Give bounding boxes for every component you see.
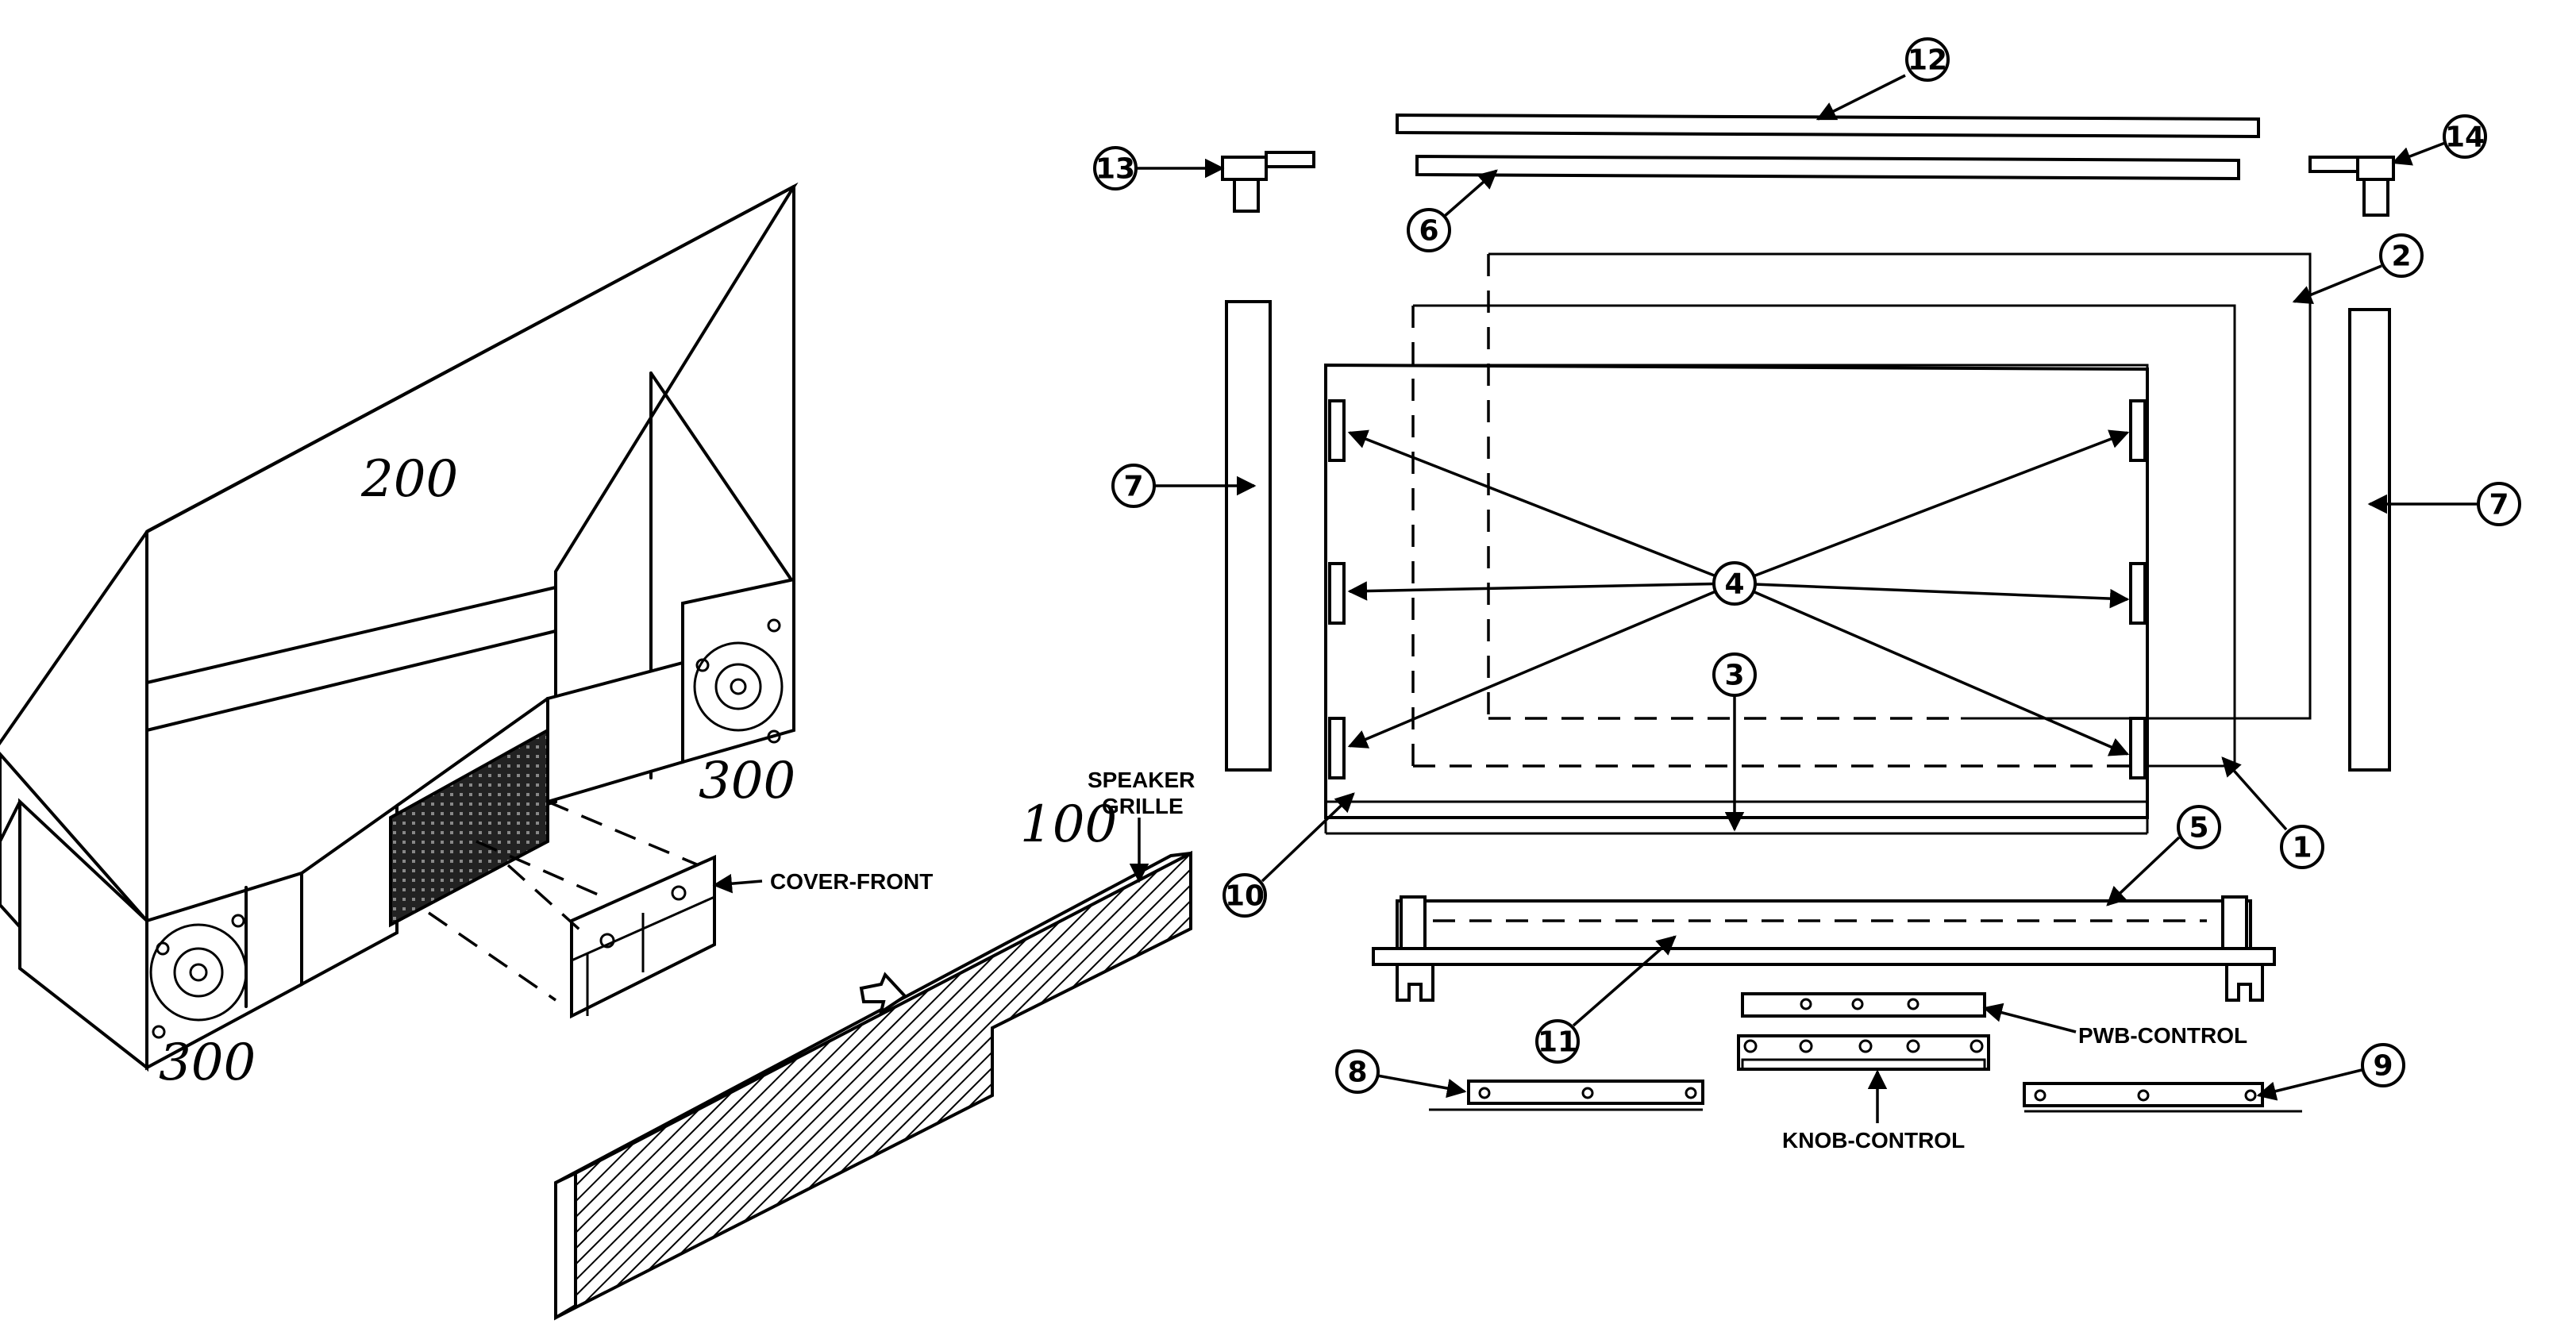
label-grille-100: 100 (1020, 795, 1117, 854)
callout-6: 6 (1407, 169, 1498, 252)
callout-2: 2 (2292, 233, 2424, 304)
label-speaker-left-300: 300 (159, 1033, 256, 1092)
svg-text:2: 2 (2391, 241, 2411, 273)
callout-7-right: 7 (2367, 482, 2521, 526)
label-knob-control: KNOB-CONTROL (1782, 1128, 1965, 1153)
svg-text:7: 7 (2489, 489, 2509, 522)
svg-text:4: 4 (1724, 568, 1744, 601)
cover-front (428, 800, 763, 1019)
callout-3: 3 (1712, 652, 1757, 832)
svg-text:1: 1 (2292, 832, 2312, 864)
left-speaker (149, 914, 248, 1039)
tv-cabinet (0, 182, 799, 1072)
right-speaker (693, 618, 784, 744)
callout-12: 12 (1816, 37, 1950, 121)
speaker-grille (554, 818, 1192, 1321)
svg-text:7: 7 (1123, 471, 1143, 503)
callout-5: 5 (2106, 805, 2221, 906)
label-speaker-right-300: 300 (699, 752, 795, 810)
svg-text:6: 6 (1419, 215, 1438, 248)
svg-text:3: 3 (1724, 660, 1744, 692)
svg-text:9: 9 (2373, 1050, 2393, 1083)
svg-text:12: 12 (1908, 44, 1947, 77)
callout-10: 10 (1223, 792, 1355, 918)
callout-14: 14 (2391, 114, 2487, 166)
callout-4: 4 (1712, 561, 1757, 606)
frame-assembly (1221, 113, 2395, 1113)
label-cover-front: COVER-FRONT (770, 869, 933, 894)
callout-7-left: 7 (1111, 464, 1257, 508)
label-cabinet-200: 200 (360, 450, 458, 509)
callout-1: 1 (2221, 756, 2324, 869)
label-speaker-grille-1: SPEAKER (1088, 768, 1195, 792)
label-speaker-grille-2: GRILLE (1102, 794, 1184, 818)
svg-text:14: 14 (2445, 121, 2485, 154)
label-pwb-control: PWB-CONTROL (2078, 1023, 2247, 1048)
svg-text:8: 8 (1347, 1057, 1367, 1089)
svg-text:11: 11 (1538, 1026, 1577, 1059)
t-bracket-14 (2308, 156, 2395, 217)
svg-text:13: 13 (1095, 153, 1135, 186)
callout-11: 11 (1535, 935, 1677, 1064)
callout-8: 8 (1335, 1049, 1467, 1099)
callout-13: 13 (1093, 146, 1225, 191)
svg-text:10: 10 (1225, 880, 1265, 913)
svg-text:5: 5 (2189, 812, 2208, 845)
t-bracket-13 (1221, 151, 1315, 213)
callout-9: 9 (2256, 1043, 2405, 1101)
